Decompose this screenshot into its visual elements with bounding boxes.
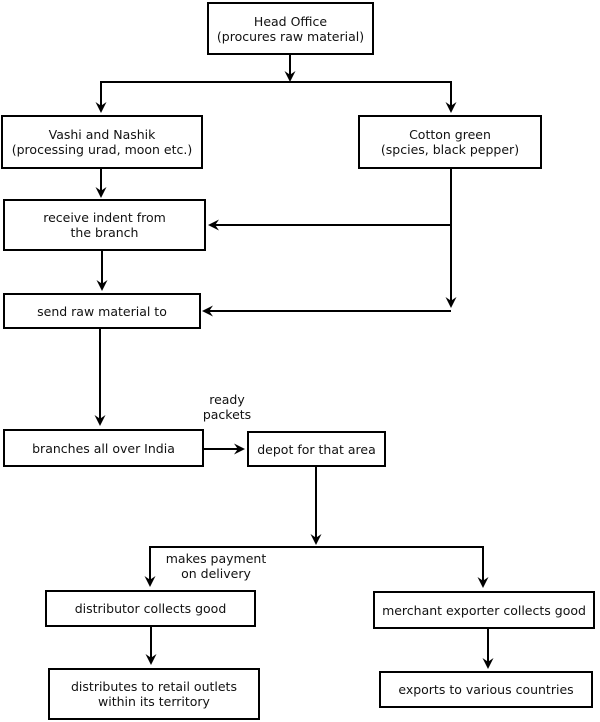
node-cotton-green-label: Cotton green (spcies, black pepper) <box>380 127 520 157</box>
node-retail-outlets: distributes to retail outlets within its… <box>48 668 260 720</box>
node-send-raw-material: send raw material to <box>3 293 201 329</box>
node-retail-outlets-label: distributes to retail outlets within its… <box>71 679 237 709</box>
node-head-office-label: Head Office (procures raw material) <box>216 13 365 44</box>
node-exports-label: exports to various countries <box>398 682 574 697</box>
node-branches-india-label: branches all over India <box>32 440 175 456</box>
node-distributor-label: distributor collects good <box>74 601 227 616</box>
node-branches-india: branches all over India <box>3 429 204 467</box>
node-vashi-nashik-label: Vashi and Nashik (processing urad, moon … <box>11 127 193 157</box>
node-receive-indent-label: receive indent from the branch <box>43 210 166 240</box>
node-merchant-exporter-label: merchant exporter collects good <box>382 602 586 618</box>
edge-label-makes-payment: makes payment on delivery <box>165 551 267 581</box>
node-send-raw-material-label: send raw material to <box>37 303 167 319</box>
node-merchant-exporter: merchant exporter collects good <box>373 591 595 629</box>
node-distributor: distributor collects good <box>45 590 256 627</box>
node-depot: depot for that area <box>247 431 386 467</box>
node-depot-label: depot for that area <box>257 441 376 457</box>
node-receive-indent: receive indent from the branch <box>3 199 206 251</box>
node-head-office: Head Office (procures raw material) <box>207 2 374 55</box>
node-vashi-nashik: Vashi and Nashik (processing urad, moon … <box>1 115 203 169</box>
edge-label-ready-packets: ready packets <box>202 392 252 422</box>
node-cotton-green: Cotton green (spcies, black pepper) <box>358 115 542 169</box>
node-exports: exports to various countries <box>379 671 593 708</box>
